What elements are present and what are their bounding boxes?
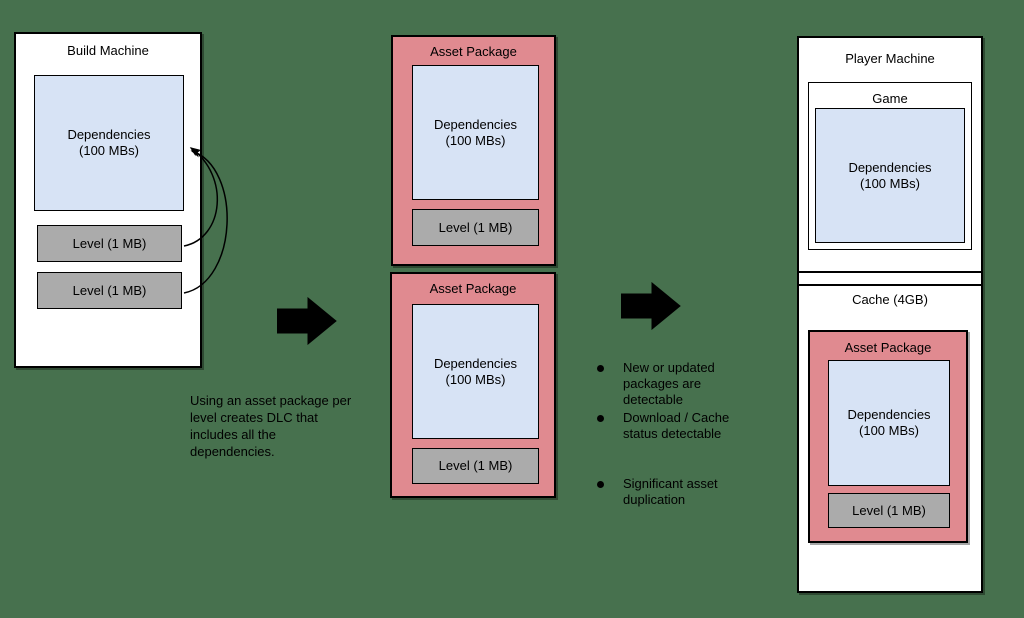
dependencies-label-line2: (100 MBs) [860, 175, 920, 191]
flow-arrow-2 [620, 281, 681, 331]
dependencies-label-line1: Dependencies [848, 159, 932, 175]
section-divider [797, 271, 983, 273]
game-dependencies-box: Dependencies (100 MBs) [815, 108, 965, 243]
block-arrow-right-icon [620, 281, 681, 331]
build-level-box-1: Level (1 MB) [37, 225, 182, 262]
level-label: Level (1 MB) [852, 502, 926, 518]
asset-package-2: Asset Package Dependencies (100 MBs) Lev… [390, 272, 556, 498]
bullet-text: Significant asset duplication [623, 476, 718, 507]
level-label: Level (1 MB) [438, 219, 513, 235]
dependencies-label-line2: (100 MBs) [445, 371, 506, 387]
bullet-text: New or updated packages are detectable [623, 360, 715, 407]
cache-title: Cache (4GB) [852, 292, 928, 307]
build-dependencies-box: Dependencies (100 MBs) [34, 75, 184, 211]
dependencies-label-line1: Dependencies [433, 355, 518, 371]
dependencies-label-line1: Dependencies [847, 407, 931, 422]
asset-package-1: Asset Package Dependencies (100 MBs) Lev… [391, 35, 556, 266]
dependencies-label-line2: (100 MBs) [859, 423, 919, 438]
game-title: Game [872, 91, 908, 106]
dependencies-label-line2: (100 MBs) [79, 143, 139, 158]
package-level-box: Level (1 MB) [828, 493, 950, 528]
player-machine-panel: Player Machine Game Dependencies (100 MB… [797, 36, 983, 593]
dependencies-label-line1: Dependencies [67, 127, 151, 142]
package-dependencies-box: Dependencies (100 MBs) [828, 360, 950, 486]
asset-package-title: Asset Package [429, 281, 517, 296]
level-label: Level (1 MB) [72, 235, 147, 251]
asset-package-title: Asset Package [844, 340, 932, 355]
package-level-box: Level (1 MB) [412, 209, 539, 246]
dependencies-label-line2: (100 MBs) [445, 132, 506, 148]
level-label: Level (1 MB) [438, 458, 513, 473]
player-machine-title: Player Machine [845, 51, 935, 66]
dependencies-label-line1: Dependencies [433, 116, 518, 132]
build-machine-title: Build Machine [67, 43, 149, 58]
package-level-box: Level (1 MB) [412, 448, 539, 484]
bullet-icon [597, 415, 604, 422]
build-machine-panel: Build Machine Dependencies (100 MBs) Lev… [14, 32, 202, 368]
game-box: Game Dependencies (100 MBs) [808, 82, 972, 250]
cached-asset-package: Asset Package Dependencies (100 MBs) Lev… [808, 330, 968, 543]
level-label: Level (1 MB) [72, 282, 147, 298]
cache-top-border [797, 284, 983, 286]
bullet-item-2: Download / Cache status detectable [597, 410, 743, 442]
build-level-box-2: Level (1 MB) [37, 272, 182, 309]
annotation-text: Using an asset package per level creates… [190, 393, 352, 459]
bullet-item-3: Significant asset duplication [597, 476, 743, 508]
bullet-icon [597, 365, 604, 372]
bullet-item-1: New or updated packages are detectable [597, 360, 743, 408]
asset-package-title: Asset Package [430, 44, 517, 59]
package-dependencies-box: Dependencies (100 MBs) [412, 304, 539, 439]
bullet-icon [597, 481, 604, 488]
package-dependencies-box: Dependencies (100 MBs) [412, 65, 539, 200]
bullet-text: Download / Cache status detectable [623, 410, 730, 441]
block-arrow-right-icon [276, 296, 337, 346]
flow-arrow-1 [276, 296, 337, 346]
